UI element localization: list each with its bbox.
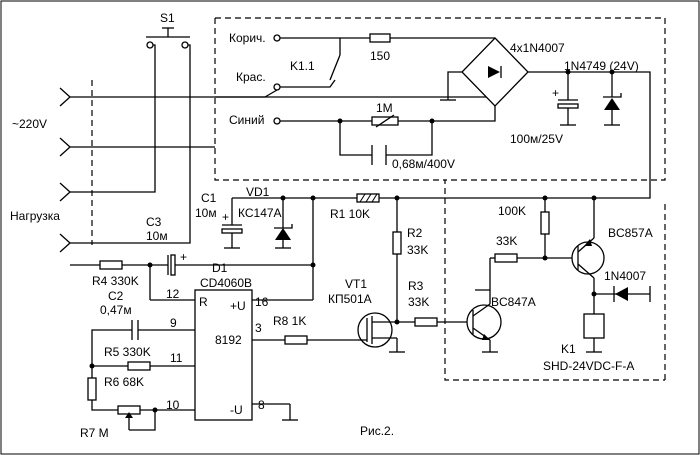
vt1-type: КП501А [328,292,372,306]
resistor-1m-label: 1M [376,101,393,115]
rc-dropper [280,106,496,165]
r1-label: R1 10K [330,207,370,221]
resistor-150-label: 150 [370,49,390,63]
r33k-label: 33K [496,234,517,248]
pin-10: 10 [166,398,180,412]
load-label: Нагрузка [10,209,60,223]
r4-label: R4 330K [92,274,139,288]
c3-value: 10м [146,229,168,243]
wire-blue-label: Синий [229,113,264,127]
r3-value: 33K [408,295,429,309]
pin-11: 11 [170,351,183,365]
supply-rail [221,193,445,301]
pin-16: 16 [255,295,269,309]
ic-pin-out: 8192 [215,333,242,347]
r8-mosfet [284,312,415,353]
r2-label: R2 [407,226,423,240]
power-module-outline [214,17,666,381]
pnp-stage [475,195,605,294]
cap-068-label: 0,68м/400V [392,157,455,171]
c1-plus: + [222,210,229,224]
c3-plus: + [180,250,187,264]
r2-value: 33K [407,243,428,257]
vt1-label: VT1 [345,277,367,291]
bridge-label: 4x1N4007 [510,41,565,55]
c2-label: C2 [108,289,124,303]
r6-label: R6 68K [104,375,144,389]
cap-100-label: 100м/25V [510,132,563,146]
k1-type: SHD-24VDC-F-A [543,359,634,373]
k11-contact [280,37,370,88]
r3-label: R3 [408,279,424,293]
q-npn-label: BC847A [491,295,536,309]
pin-12: 12 [166,287,180,301]
c3-r4-row [70,254,316,301]
c1-value: 10м [195,206,217,220]
resistor-r2 [392,195,402,325]
c2-value: 0,47м [100,303,132,317]
c1-label: C1 [201,191,217,205]
npn-stage [414,290,502,353]
mains-voltage-label: ~220V [12,117,47,131]
pin-3: 3 [255,321,262,335]
q-pnp-label: BC857A [608,226,653,240]
r8-label: R8 1K [273,314,306,328]
ic-pin-vcc: +U [230,299,246,313]
r5-label: R5 330K [104,345,151,359]
figure-caption: Рис.2. [360,424,394,438]
wire-red-label: Крас. [236,70,266,84]
vd1-type: КС147А [238,206,282,220]
s1-label: S1 [160,11,175,25]
k1-label: K1 [561,342,576,356]
ic-pin-gnd: -U [230,403,243,417]
ic-pin-r: R [199,295,208,309]
s1-switch [146,27,190,49]
zener-top-label: 1N4749 (24V) [564,59,639,73]
pin-9: 9 [170,316,177,330]
relay-coil [583,286,651,353]
cap-100-plus: + [552,86,559,100]
oscillator-network [87,320,195,431]
vd1-label: VD1 [246,185,270,199]
c3-label: C3 [146,215,162,229]
filter-cap-zener [557,69,622,126]
wire-brown-label: Корич. [229,31,266,45]
ic-cd4060b [194,289,298,421]
resistor-150 [369,33,495,43]
d1-label: D1 [212,261,228,275]
k11-label: K1.1 [290,59,315,73]
ic-label: CD4060B [200,276,252,290]
mains-terminals [59,87,71,253]
r7-label: R7 M [80,426,109,440]
diode-k1-label: 1N4007 [604,269,646,283]
pin-8: 8 [258,398,265,412]
r100k-label: 100K [498,204,526,218]
